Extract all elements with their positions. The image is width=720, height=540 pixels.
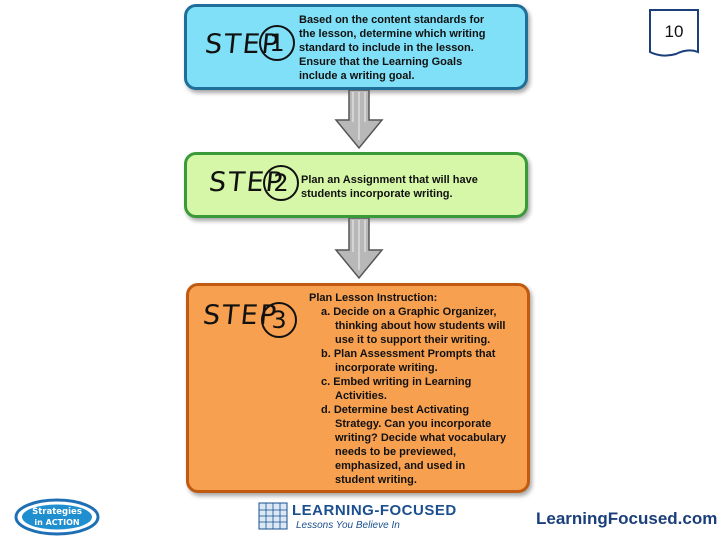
step-3-line: c. Embed writing in Learning [321,376,472,388]
step-3-line: needs to be previewed, [335,446,457,458]
step-3-line: Activities. [335,390,387,402]
step-3-line: incorporate writing. [335,362,438,374]
svg-text:in ACTION: in ACTION [34,518,79,527]
step-3-line: thinking about how students will [335,320,506,332]
slide-number-tab: 10 [648,8,700,58]
step-1-box: STEP 1 Based on the content standards fo… [184,4,528,90]
learning-focused-brand: LEARNING-FOCUSED [292,502,457,519]
step-2-line: Plan an Assignment that will have [301,174,478,186]
step-1-line: Ensure that the Learning Goals [299,56,463,68]
step-2-number: 2 [263,165,299,201]
step-2-text: Plan an Assignment that will have studen… [301,173,478,201]
down-arrow-1 [334,90,384,150]
step-2-box: STEP 2 Plan an Assignment that will have… [184,152,528,218]
step-3-line: b. Plan Assessment Prompts that [321,348,496,360]
step-3-number: 3 [261,302,297,338]
slide-number-frame [649,9,699,57]
step-3-line: writing? Decide what vocabulary [335,432,507,444]
step-3-line: Plan Lesson Instruction: [309,292,438,304]
step-1-line: include a writing goal. [299,70,415,82]
step-3-line: student writing. [335,474,417,486]
step-3-line: a. Decide on a Graphic Organizer, [321,306,497,318]
strategies-in-action-logo: Strategies in ACTION [14,498,100,536]
learning-focused-tagline: Lessons You Believe In [296,520,400,531]
slide-number: 10 [664,22,684,41]
step-3-text: Plan Lesson Instruction: a. Decide on a … [309,291,506,487]
step-1-line: Based on the content standards for [299,14,485,26]
step-3-line: use it to support their writing. [335,334,491,346]
puzzle-grid-icon [258,502,288,530]
website-link[interactable]: LearningFocused.com [536,509,718,528]
step-2-line: students incorporate writing. [301,188,453,200]
svg-text:Strategies: Strategies [32,507,82,517]
step-1-number: 1 [259,25,295,61]
step-3-line: emphasized, and used in [335,460,466,472]
down-arrow-2 [334,218,384,280]
step-1-line: standard to include in the lesson. [299,42,474,54]
step-1-line: the lesson, determine which writing [299,28,486,40]
step-1-text: Based on the content standards for the l… [299,13,485,83]
step-3-line: Strategy. Can you incorporate [335,418,492,430]
step-3-line: d. Determine best Activating [321,404,470,416]
step-3-box: STEP 3 Plan Lesson Instruction: a. Decid… [186,283,530,493]
